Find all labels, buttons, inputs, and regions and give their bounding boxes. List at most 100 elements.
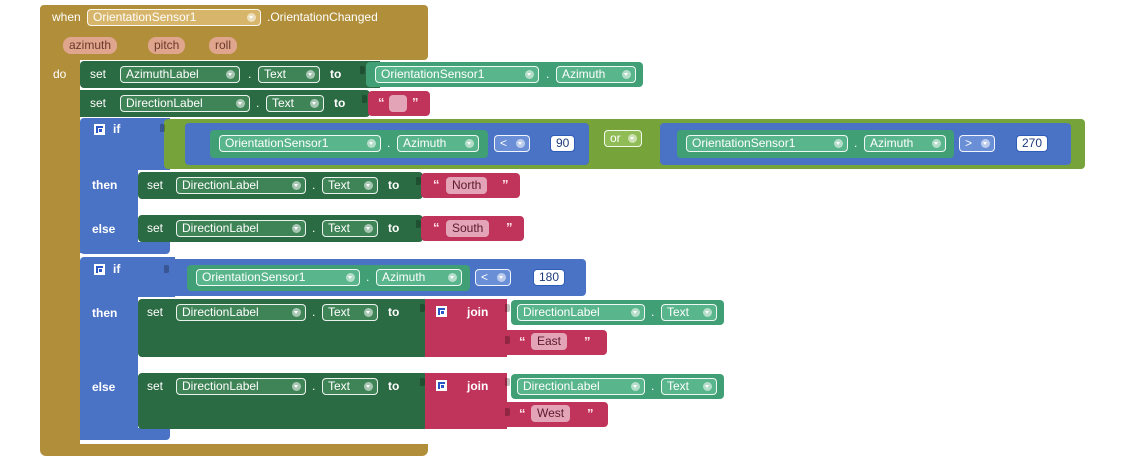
set-keyword: set (90, 96, 107, 110)
logic-operator-dropdown[interactable]: or (604, 130, 642, 147)
number-90[interactable]: 90 (550, 135, 576, 152)
dot-separator: . (651, 379, 655, 393)
quote-mark-icon: ” (506, 220, 513, 235)
operator-dropdown[interactable]: > (959, 135, 995, 152)
text-value[interactable]: North (446, 177, 488, 194)
property-dropdown[interactable]: Text (258, 66, 320, 83)
dropdown-arrow-icon (292, 308, 301, 317)
component-dropdown[interactable]: AzimuthLabel (120, 66, 240, 83)
then-keyword: then (92, 178, 118, 192)
component-dropdown[interactable]: DirectionLabel (517, 378, 645, 395)
gear-mutator-icon[interactable] (94, 124, 105, 135)
number-270[interactable]: 270 (1016, 135, 1049, 152)
component-label: OrientationSensor1 (692, 136, 796, 150)
input-socket (362, 95, 367, 103)
property-dropdown[interactable]: Azimuth (397, 135, 479, 152)
input-socket (420, 378, 425, 386)
if-keyword: if (113, 122, 121, 136)
text-value[interactable]: West (531, 405, 571, 422)
dropdown-arrow-icon (364, 308, 373, 317)
operator-dropdown[interactable]: < (475, 269, 511, 286)
property-label: Text (667, 305, 690, 319)
quote-mark-icon: ” (587, 406, 594, 421)
dropdown-arrow-icon (292, 181, 301, 190)
param-roll[interactable]: roll (209, 37, 238, 54)
property-dropdown[interactable]: Text (322, 304, 378, 321)
component-dropdown[interactable]: OrientationSensor1 (686, 135, 848, 152)
quote-mark-icon: “ (433, 220, 440, 235)
dropdown-arrow-icon (628, 134, 637, 143)
property-label: Text (328, 305, 351, 319)
dot-separator: . (256, 96, 260, 110)
set-keyword: set (147, 379, 164, 393)
input-socket (360, 66, 365, 74)
quote-mark-icon: ” (584, 334, 591, 349)
dropdown-arrow-icon (247, 13, 256, 22)
dropdown-arrow-icon (226, 70, 235, 79)
dot-separator: . (387, 136, 391, 150)
operator-label: < (481, 270, 489, 284)
component-dropdown[interactable]: DirectionLabel (517, 304, 645, 321)
gear-mutator-icon[interactable] (94, 264, 105, 275)
dropdown-arrow-icon (834, 139, 843, 148)
dropdown-arrow-icon (310, 99, 319, 108)
text-value[interactable]: South (446, 220, 490, 237)
if-block-2-footer (80, 428, 170, 440)
to-keyword: to (334, 96, 346, 110)
event-name: .OrientationChanged (267, 10, 378, 24)
number-180[interactable]: 180 (533, 269, 566, 286)
join-block-east-value (425, 330, 607, 355)
property-dropdown[interactable]: Text (322, 378, 378, 395)
property-dropdown[interactable]: Azimuth (556, 66, 636, 83)
component-dropdown[interactable]: DirectionLabel (176, 304, 306, 321)
component-dropdown[interactable]: DirectionLabel (176, 177, 306, 194)
quote-mark-icon: ” (502, 177, 509, 192)
input-socket (505, 336, 510, 344)
dropdown-arrow-icon (465, 139, 474, 148)
param-azimuth[interactable]: azimuth (63, 37, 118, 54)
text-value[interactable]: East (531, 333, 568, 350)
component-label: DirectionLabel (182, 305, 259, 319)
property-dropdown[interactable]: Text (322, 177, 378, 194)
property-label: Azimuth (382, 270, 426, 284)
dropdown-arrow-icon (364, 382, 373, 391)
to-keyword: to (388, 305, 400, 319)
property-dropdown[interactable]: Azimuth (376, 269, 462, 286)
gear-mutator-icon[interactable] (436, 306, 447, 317)
property-dropdown[interactable]: Text (661, 378, 717, 395)
input-socket (505, 378, 510, 386)
component-dropdown[interactable]: DirectionLabel (176, 220, 306, 237)
when-keyword: when (52, 10, 81, 24)
dropdown-arrow-icon (631, 308, 640, 317)
operator-dropdown[interactable]: < (494, 135, 530, 152)
dropdown-arrow-icon (346, 273, 355, 282)
component-dropdown[interactable]: DirectionLabel (120, 95, 250, 112)
dropdown-arrow-icon (292, 382, 301, 391)
component-label: OrientationSensor1 (202, 270, 306, 284)
component-label: DirectionLabel (182, 221, 259, 235)
set-keyword: set (90, 67, 107, 81)
property-dropdown[interactable]: Text (322, 220, 378, 237)
property-label: Text (328, 221, 351, 235)
property-dropdown[interactable]: Text (661, 304, 717, 321)
component-label: DirectionLabel (523, 379, 600, 393)
dot-separator: . (312, 221, 316, 235)
property-label: Azimuth (403, 136, 447, 150)
component-dropdown[interactable]: DirectionLabel (176, 378, 306, 395)
component-dropdown[interactable]: OrientationSensor1 (219, 135, 381, 152)
dot-separator: . (854, 136, 858, 150)
text-value[interactable] (389, 95, 407, 112)
component-dropdown[interactable]: OrientationSensor1 (375, 66, 539, 83)
property-dropdown[interactable]: Azimuth (864, 135, 946, 152)
join-keyword: join (467, 305, 489, 319)
component-label: DirectionLabel (126, 96, 203, 110)
gear-mutator-icon[interactable] (436, 380, 447, 391)
to-keyword: to (388, 178, 400, 192)
component-dropdown[interactable]: OrientationSensor1 (196, 269, 360, 286)
param-pitch[interactable]: pitch (148, 37, 186, 54)
property-dropdown[interactable]: Text (266, 95, 324, 112)
input-socket (505, 408, 510, 416)
event-component-dropdown[interactable]: OrientationSensor1 (87, 9, 261, 26)
property-label: Azimuth (562, 67, 606, 81)
dropdown-arrow-icon (292, 224, 301, 233)
